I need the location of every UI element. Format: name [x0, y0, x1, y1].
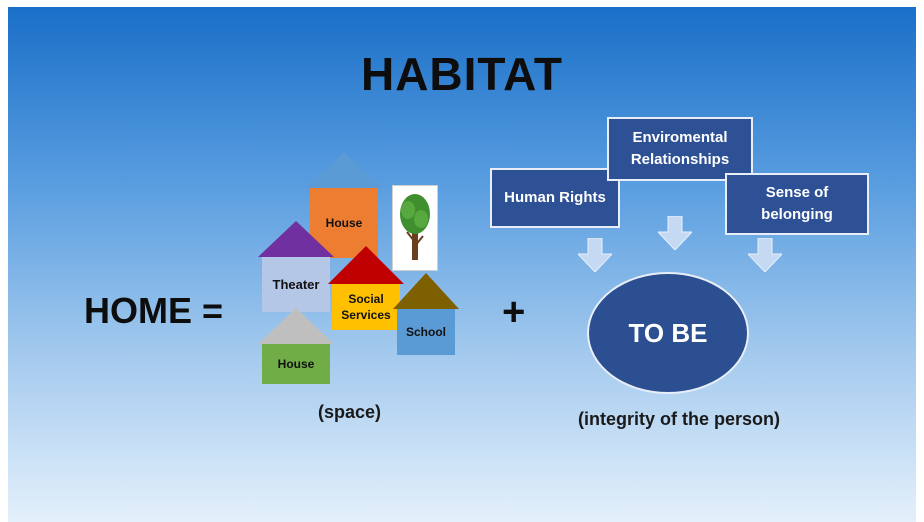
- enviromental-relationships-label: Enviromental Relationships: [630, 129, 730, 168]
- house-theater: Theater: [258, 221, 334, 312]
- house-social-services-roof: [328, 246, 404, 284]
- down-arrow-right: [748, 238, 782, 272]
- slide-title: HABITAT: [360, 48, 564, 100]
- tree-card: [392, 185, 438, 271]
- home-equals-label: HOME =: [84, 290, 224, 331]
- sense-of-belonging-label: Sense of belonging: [761, 184, 833, 223]
- tree-icon: [400, 194, 430, 260]
- house-bottom-body: House: [262, 344, 330, 384]
- house-social-services: Social Services: [328, 246, 404, 330]
- human-rights-label: Human Rights: [504, 189, 606, 207]
- integrity-caption: (integrity of the person): [578, 409, 780, 429]
- slide: HABITAT HOME = House Theater House Socia…: [8, 7, 916, 522]
- house-theater-label: Theater: [272, 276, 320, 292]
- house-school-body: School: [397, 309, 455, 355]
- human-rights-box: Human Rights: [490, 168, 620, 228]
- house-bottom-label: House: [277, 356, 315, 371]
- plus-sign: +: [502, 290, 526, 334]
- house-school-label: School: [405, 324, 446, 339]
- house-social-services-body: Social Services: [332, 284, 400, 330]
- house-school: School: [393, 273, 459, 355]
- sense-of-belonging-box: Sense of belonging: [725, 173, 869, 235]
- to-be-ellipse: TO BE: [587, 272, 749, 394]
- house-bottom-roof: [258, 308, 334, 344]
- house-school-roof: [393, 273, 459, 309]
- down-arrow-left: [578, 238, 612, 272]
- space-caption: (space): [318, 402, 382, 422]
- house-theater-body: Theater: [262, 257, 330, 312]
- house-top-label: House: [325, 215, 363, 230]
- to-be-label: TO BE: [628, 317, 708, 348]
- house-theater-roof: [258, 221, 334, 257]
- down-arrow-middle: [658, 216, 692, 250]
- house-top-roof: [306, 152, 382, 188]
- house-social-services-label: Social Services: [341, 291, 391, 322]
- enviromental-relationships-box: Enviromental Relationships: [607, 117, 753, 181]
- house-bottom: House: [258, 308, 334, 384]
